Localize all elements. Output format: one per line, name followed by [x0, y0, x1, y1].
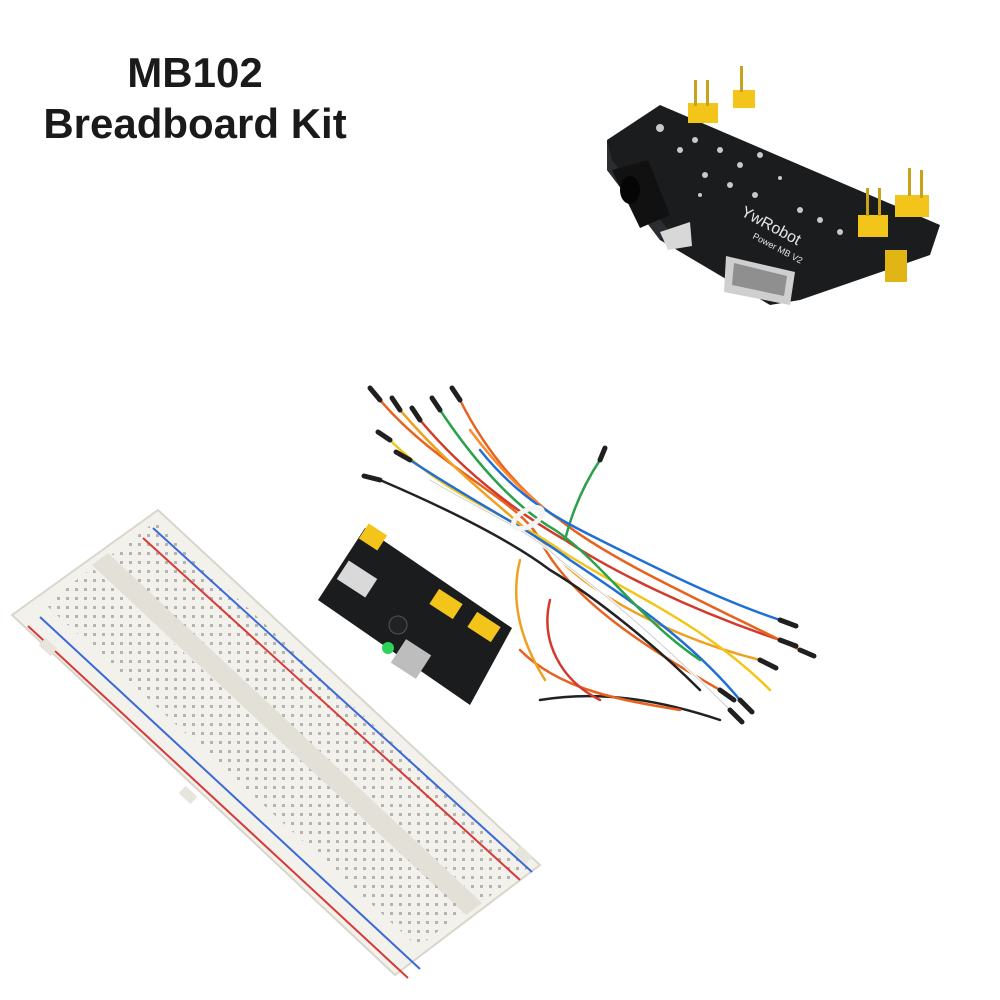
jumper-header-4 [895, 168, 929, 217]
cable-tie [511, 504, 545, 532]
center-groove [92, 553, 482, 915]
pcb-vias [656, 124, 843, 235]
jumper-wires [361, 385, 817, 725]
barrel-jack [612, 160, 692, 250]
rail-red-left [27, 625, 409, 979]
product-title: MB102 Breadboard Kit [20, 48, 370, 150]
pcb-board [607, 105, 940, 305]
product-title-line2: Breadboard Kit [43, 100, 347, 147]
jumper-header-3 [858, 188, 888, 237]
led-indicator [382, 642, 394, 654]
jumper-header-1 [688, 80, 718, 123]
pin-header-bottom [885, 250, 907, 282]
rail-blue-left [39, 616, 421, 970]
power-module-closeup: YwRobot Power MB V2 [607, 66, 940, 305]
product-title-line1: MB102 [127, 49, 263, 96]
rail-red-right [142, 537, 521, 881]
power-module-small [318, 523, 512, 705]
rail-blue-right [152, 527, 533, 873]
breadboard [10, 508, 542, 979]
usb-port [724, 256, 795, 305]
jumper-header-2 [733, 66, 755, 108]
usb-port-small [336, 560, 378, 598]
